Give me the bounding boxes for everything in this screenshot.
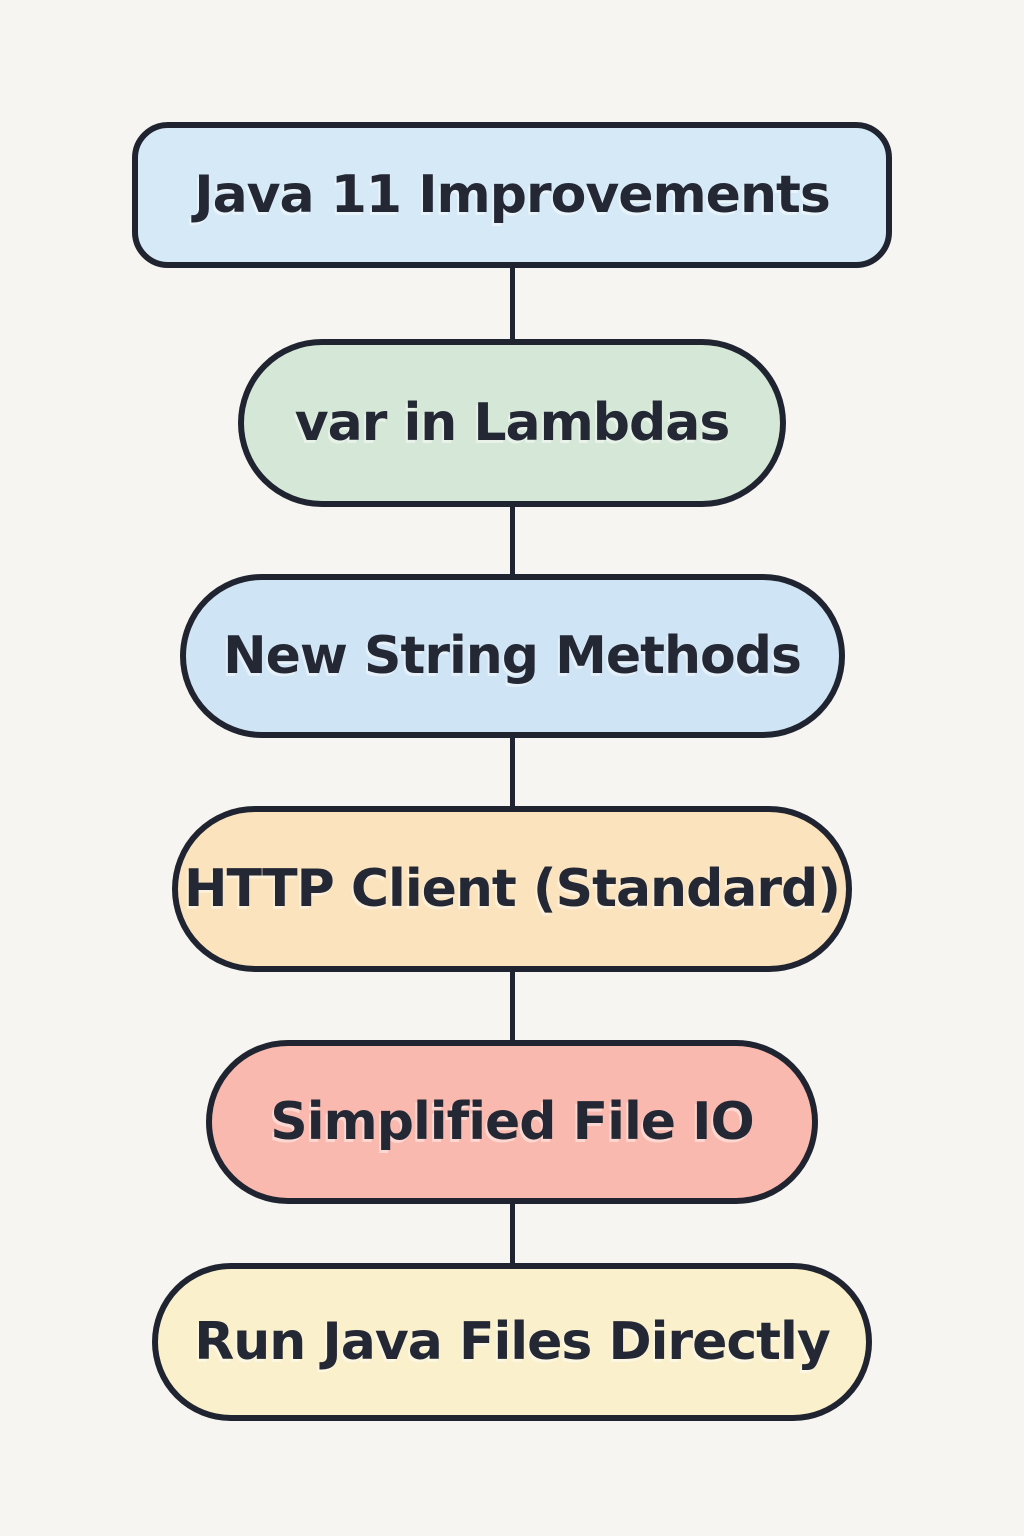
connector-line xyxy=(509,972,515,1040)
flow-node-http-client-standard: HTTP Client (Standard) xyxy=(172,806,852,972)
flow-node-java-11-improvements: Java 11 Improvements xyxy=(132,122,892,268)
flow-node-simplified-file-io: Simplified File IO xyxy=(206,1040,818,1204)
flow-node-new-string-methods: New String Methods xyxy=(179,574,845,738)
connector-line xyxy=(509,268,515,339)
connector-line xyxy=(509,507,515,574)
connector-line xyxy=(509,1204,515,1263)
flow-node-run-java-files-directly: Run Java Files Directly xyxy=(152,1263,872,1421)
connector-line xyxy=(509,738,515,806)
flow-node-var-in-lambdas: var in Lambdas xyxy=(238,339,786,507)
